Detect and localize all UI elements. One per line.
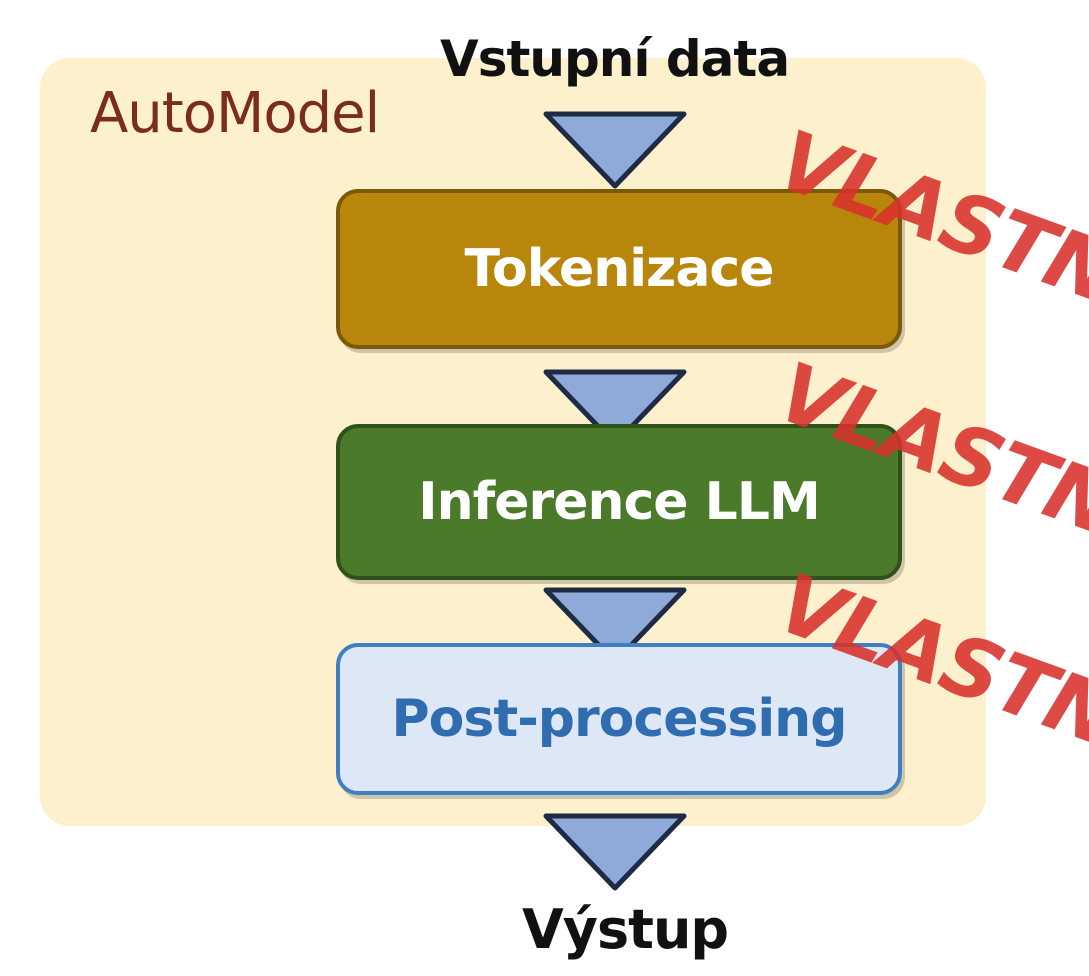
input-data-label: Vstupní data	[440, 30, 790, 88]
step-post-processing-label: Post-processing	[391, 689, 848, 749]
step-post-processing: Post-processing	[336, 643, 902, 795]
step-tokenization-label: Tokenizace	[464, 239, 774, 299]
output-label: Výstup	[522, 898, 729, 961]
step-inference-llm-label: Inference LLM	[418, 472, 820, 532]
arrow-down-icon	[543, 813, 687, 891]
arrow-down-icon	[543, 587, 687, 665]
step-inference-llm: Inference LLM	[336, 424, 902, 580]
arrow-down-icon	[543, 369, 687, 447]
step-tokenization: Tokenizace	[336, 189, 902, 349]
automodel-label: AutoModel	[90, 81, 380, 146]
arrow-down-icon	[543, 111, 687, 189]
